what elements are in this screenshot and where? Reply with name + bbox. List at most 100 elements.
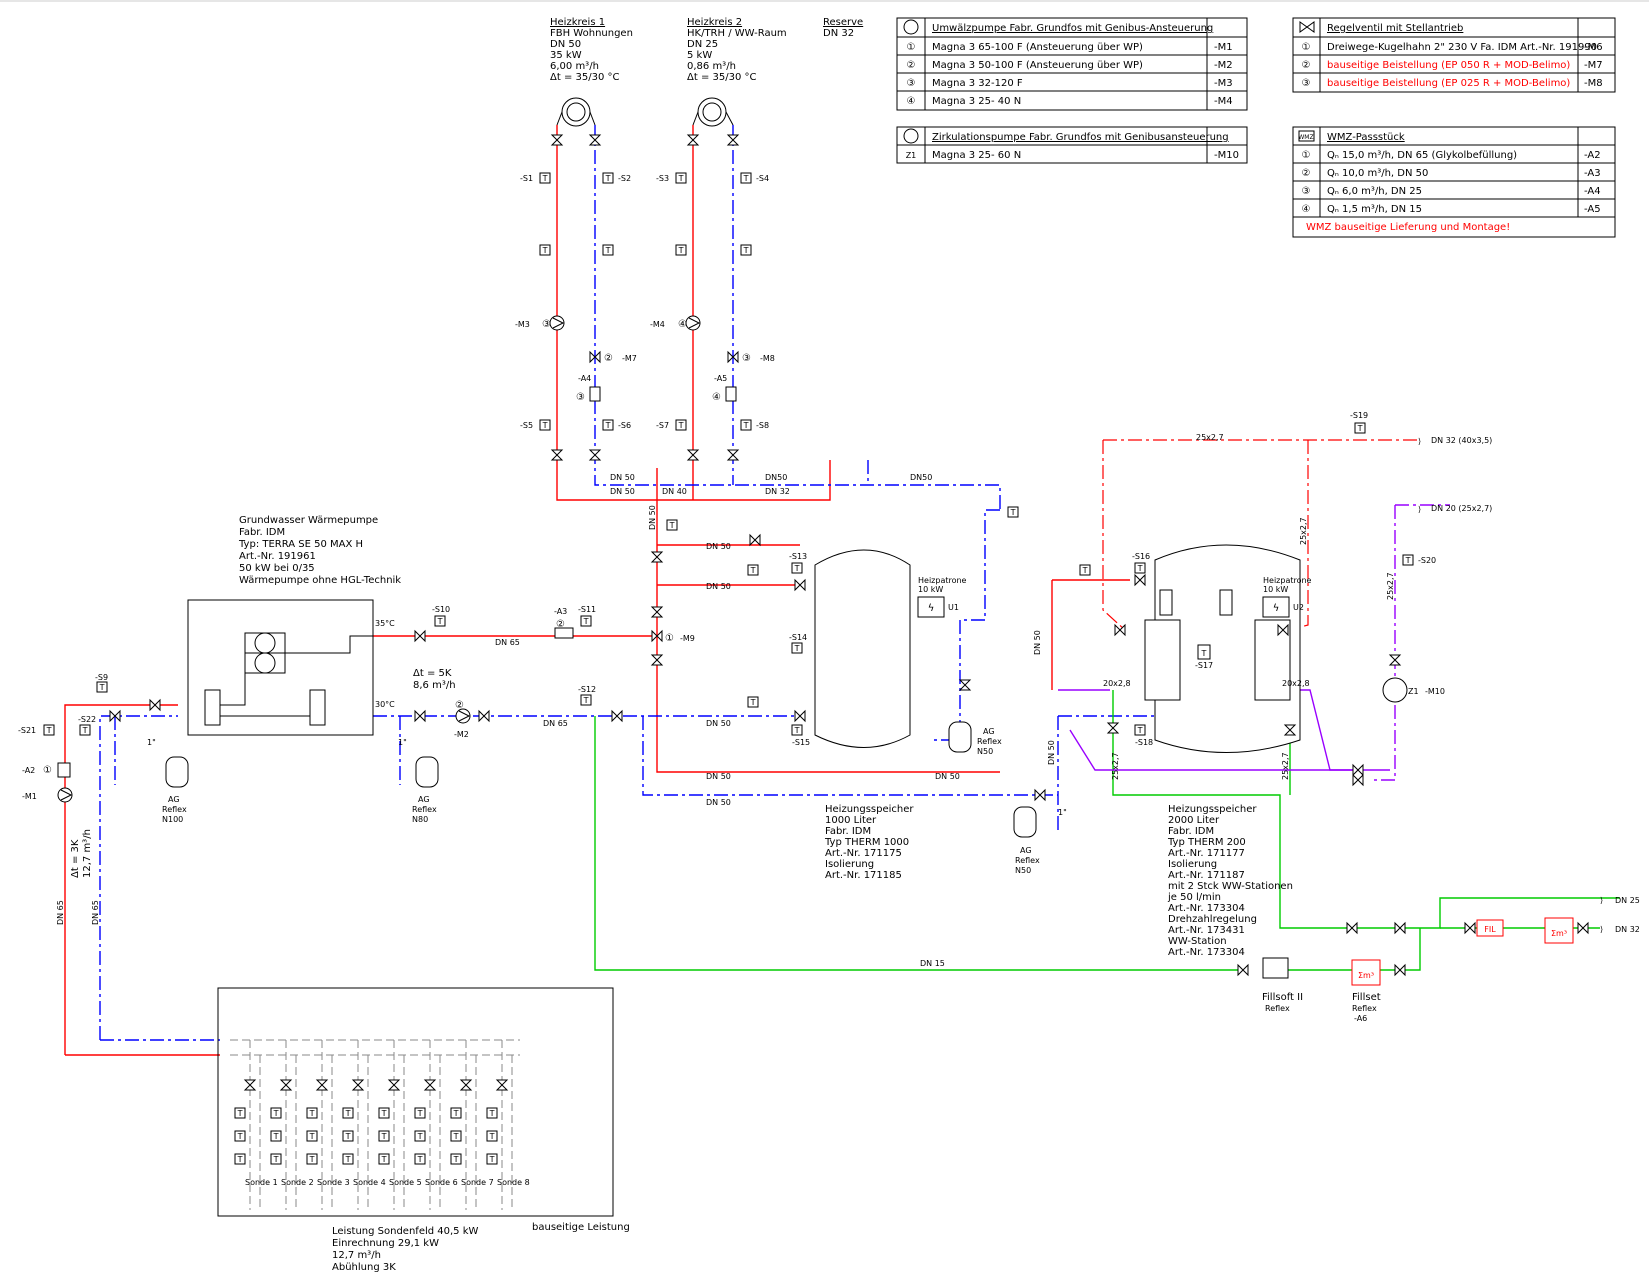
- heat-pump: Grundwasser Wärmepumpe Fabr. IDM Typ: TE…: [187, 515, 401, 736]
- hk2-l4: Δt = 35/30 °C: [687, 72, 756, 83]
- lp-n1: ②: [907, 60, 916, 71]
- u2-tag: U2: [1293, 603, 1304, 612]
- s13-tag: -S13: [789, 552, 807, 561]
- s15-tag: -S15: [792, 738, 810, 747]
- flow-note-1: 8,6 m³/h: [413, 680, 456, 691]
- lc-t0: Magna 3 25- 60 N: [932, 150, 1021, 161]
- pumps: ③ -M3 ④ -M4 ② -M2 -M1 Z1 -M10: [22, 315, 1445, 803]
- lw-g2: -A4: [1584, 186, 1601, 197]
- flow-note-0: Δt = 5K: [413, 668, 452, 679]
- hk2-l2: 5 kW: [687, 50, 712, 61]
- n80-l0: AG: [418, 795, 430, 804]
- reserve-label: Reserve DN 32: [823, 17, 863, 39]
- heater-2-l1: 10 kW: [1263, 585, 1288, 594]
- pipes-flow: [64, 125, 1420, 1055]
- valves: ① -M9 ② -M7 ③ -M8: [109, 134, 1589, 976]
- svg-text:⟩: ⟩: [1418, 437, 1421, 446]
- hk2-l1: DN 25: [687, 39, 718, 50]
- heater-1-l0: Heizpatrone: [918, 576, 967, 585]
- lp-t3: Magna 3 25- 40 N: [932, 96, 1021, 107]
- res-l0: DN 32: [823, 28, 854, 39]
- lp-n2: ③: [907, 78, 916, 89]
- lv-n1: ②: [1302, 60, 1311, 71]
- m1-tag: -M1: [22, 792, 37, 801]
- lbl-dn32-2: DN 32: [1615, 925, 1640, 934]
- storage-2000: T ϟ U2 Heizpatrone 10 kW Heizungsspeiche…: [1144, 544, 1312, 958]
- n100-l1: Reflex: [162, 805, 187, 814]
- lbl-out1: DN 32 (40x3,5): [1431, 436, 1492, 445]
- hp-line-1: Fabr. IDM: [239, 527, 285, 538]
- lp-n3: ④: [907, 96, 916, 107]
- a2-tag: -A2: [22, 766, 35, 775]
- st1-l1: 1000 Liter: [825, 815, 877, 826]
- lbl-dn50-v3: DN 50: [1047, 740, 1056, 765]
- hp-tout: 35°C: [375, 619, 395, 628]
- hk1-l4: Δt = 35/30 °C: [550, 72, 619, 83]
- fillsoft-l0: Fillsoft II: [1262, 992, 1303, 1003]
- hp-line-5: Wärmepumpe ohne HGL-Technik: [239, 575, 401, 586]
- s10-tag: -S10: [432, 605, 450, 614]
- n100-l2: N100: [162, 815, 183, 824]
- lbl-dn50-8: DN 50: [935, 772, 960, 781]
- s7-tag: -S7: [656, 421, 669, 430]
- lc-n0: Z1: [906, 151, 917, 160]
- pipe-ends: ⟩ ⟩ ⟩ ⟩: [1418, 437, 1603, 934]
- sonde-5: Sonde 5: [389, 1178, 422, 1187]
- circuit-2-label: Heizkreis 2 HK/TRH / WW-Raum DN 25 5 kW …: [687, 17, 787, 83]
- lp-g3: -M4: [1214, 96, 1233, 107]
- s9-tag: -S9: [95, 673, 108, 682]
- st1-l6: Art.-Nr. 171185: [825, 870, 902, 881]
- m9-tag: -M9: [680, 634, 695, 643]
- st2-l4: Art.-Nr. 171177: [1168, 848, 1245, 859]
- lv-g2: -M8: [1584, 78, 1603, 89]
- s1-tag: -S1: [520, 174, 533, 183]
- st2-l0: Heizungsspeicher: [1168, 804, 1257, 815]
- fillsoft-l1: Reflex: [1265, 1004, 1290, 1013]
- lw-t2: Qₙ 6,0 m³/h, DN 25: [1327, 186, 1422, 197]
- lw-t0: Qₙ 15,0 m³/h, DN 65 (Glykolbefüllung): [1327, 150, 1517, 161]
- lbl-dn50-1: DN 50: [610, 473, 635, 482]
- lbl-dn25: DN 25: [1615, 896, 1640, 905]
- circuit-coils: [556, 97, 734, 127]
- temperature-sensors: -S1 -S2 -S3 -S4 -S5 -S6 -S7 -S8 -S9 -S10…: [18, 172, 1436, 747]
- a4-tag: -A4: [578, 374, 591, 383]
- n100-l0: AG: [168, 795, 180, 804]
- s20-tag: -S20: [1418, 556, 1436, 565]
- a3-num: ②: [556, 619, 565, 630]
- st2-l8: je 50 l/min: [1167, 892, 1221, 903]
- lv-t2: bauseitige Beistellung (EP 025 R + MOD-B…: [1327, 78, 1570, 89]
- lbl-dn50b-2: DN50: [910, 473, 932, 482]
- heater-2-l0: Heizpatrone: [1263, 576, 1312, 585]
- lbl-dn65: DN 65: [495, 638, 520, 647]
- lbl-p25-v3: 25x2,7: [1111, 752, 1120, 780]
- sonde-field: Sonde 1 Sonde 2 Sonde 3 Sonde 4 Sonde 5 …: [217, 987, 630, 1273]
- m7-num: ②: [604, 353, 613, 364]
- lbl-dn50b: DN50: [765, 473, 787, 482]
- fillset-icon: Σm³: [1358, 971, 1374, 980]
- lw-n1: ②: [1302, 168, 1311, 179]
- m7-tag: -M7: [622, 354, 637, 363]
- hk1-l2: 35 kW: [550, 50, 582, 61]
- m2-num: ②: [455, 700, 464, 711]
- lbl-dn50-6: DN 50: [706, 772, 731, 781]
- heat-meters: -A2 ① -A3 ② -A4 ③ -A5 ④: [22, 374, 737, 778]
- hk1-l3: 6,00 m³/h: [550, 61, 599, 72]
- lv-g1: -M7: [1584, 60, 1603, 71]
- heater-1-icon: ϟ: [928, 603, 935, 614]
- circuit-1-label: Heizkreis 1 FBH Wohnungen DN 50 35 kW 6,…: [550, 17, 633, 83]
- s21-tag: -S21: [18, 726, 36, 735]
- lp-g0: -M1: [1214, 42, 1233, 53]
- sonde-6: Sonde 6: [425, 1178, 458, 1187]
- lw-n0: ①: [1302, 150, 1311, 161]
- s16-tag: -S16: [1132, 552, 1150, 561]
- hk2-l0: HK/TRH / WW-Raum: [687, 28, 787, 39]
- lbl-p25-v4: 25x2,7: [1281, 752, 1290, 780]
- s17-tag: -S17: [1195, 661, 1213, 670]
- lc-g0: -M10: [1214, 150, 1239, 161]
- flow-notes: Δt = 5K 8,6 m³/h Δt = 3K 12,7 m³/h: [70, 668, 456, 878]
- lp-t1: Magna 3 50-100 F (Ansteuerung über WP): [932, 60, 1143, 71]
- n80-l2: N80: [412, 815, 428, 824]
- lbl-dn50-v1: DN 50: [648, 505, 657, 530]
- lp-t0: Magna 3 65-100 F (Ansteuerung über WP): [932, 42, 1143, 53]
- s5-tag: -S5: [520, 421, 533, 430]
